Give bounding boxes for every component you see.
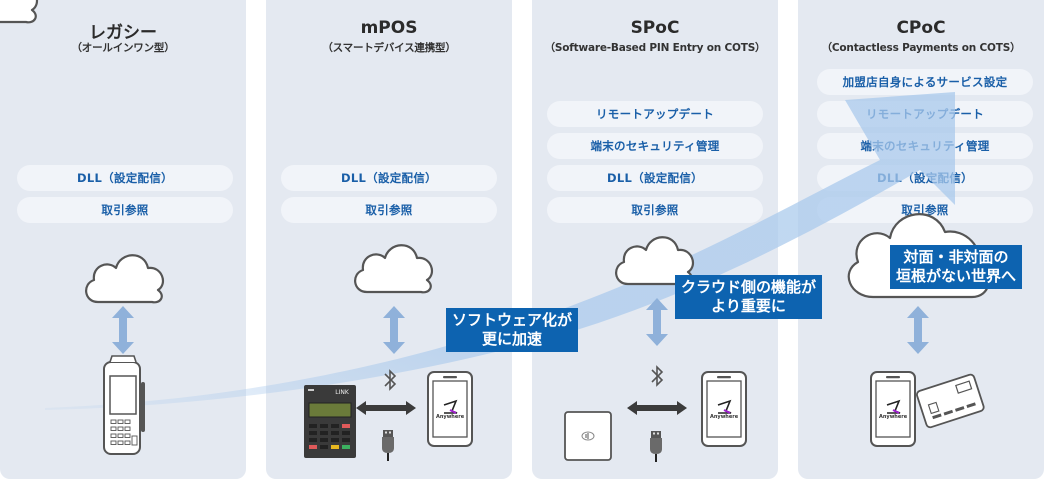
sync-arrow-icon <box>907 306 929 354</box>
cloud-icon <box>85 254 165 304</box>
column-subtitle: （スマートデバイス連携型） <box>322 42 456 54</box>
function-pill-remote-update: リモートアップデート <box>547 101 763 127</box>
function-pill-transaction: 取引参照 <box>547 197 763 223</box>
function-pill-dll: DLL（設定配信） <box>281 165 497 191</box>
column-title: SPoC <box>630 18 680 38</box>
reader-brand-label: LINK <box>335 389 350 396</box>
app-label: Anywhere <box>436 414 465 420</box>
callout-line: より重要に <box>711 297 786 315</box>
callout-line: ソフトウェア化が <box>452 311 573 329</box>
credit-card-icon <box>916 373 985 429</box>
column-subtitle: （Contactless Payments on COTS） <box>821 42 1021 54</box>
bidirectional-arrow-icon <box>356 401 416 415</box>
usb-cable-icon <box>382 430 394 461</box>
app-label: Anywhere <box>710 414 739 420</box>
column-title: CPoC <box>896 18 946 38</box>
usb-cable-icon <box>650 431 662 462</box>
smartphone-icon <box>870 371 916 447</box>
contactless-pin-pad-icon <box>564 411 612 461</box>
function-pill-security: 端末のセキュリティ管理 <box>547 133 763 159</box>
smartphone-icon <box>701 371 747 447</box>
callout-software-acceleration: ソフトウェア化が 更に加速 <box>446 308 579 352</box>
column-subtitle: （オールインワン型） <box>71 42 175 54</box>
sync-arrow-icon <box>646 298 668 346</box>
legacy-terminal-icon <box>103 355 145 455</box>
column-title: mPOS <box>360 18 418 38</box>
callout-line: クラウド側の機能が <box>681 278 817 296</box>
callout-seamless-world: 対面・非対面の 垣根がない世界へ <box>890 245 1023 289</box>
app-label: Anywhere <box>879 414 908 420</box>
function-pill-transaction: 取引参照 <box>17 197 233 223</box>
column-subtitle: （Software-Based PIN Entry on COTS） <box>544 42 766 54</box>
column-title: レガシー <box>89 23 157 43</box>
callout-line: 対面・非対面の <box>903 248 1009 266</box>
smartphone-icon <box>427 371 473 447</box>
callout-cloud-importance: クラウド側の機能が より重要に <box>675 275 823 319</box>
bluetooth-icon <box>651 366 663 386</box>
bidirectional-arrow-icon <box>627 401 687 415</box>
cloud-icon <box>0 0 39 24</box>
callout-line: 更に加速 <box>482 330 543 348</box>
trend-swoosh-arrow <box>45 92 955 410</box>
sync-arrow-icon <box>383 306 405 354</box>
function-pill-dll: DLL（設定配信） <box>17 165 233 191</box>
cloud-icon <box>354 244 434 294</box>
function-pill-dll: DLL（設定配信） <box>547 165 763 191</box>
function-pill-merchant-settings: 加盟店自身によるサービス設定 <box>817 69 1033 95</box>
function-pill-transaction: 取引参照 <box>281 197 497 223</box>
callout-line: 垣根がない世界へ <box>896 267 1017 285</box>
mpos-reader-icon: LINK <box>304 385 356 458</box>
sync-arrow-icon <box>112 306 134 354</box>
